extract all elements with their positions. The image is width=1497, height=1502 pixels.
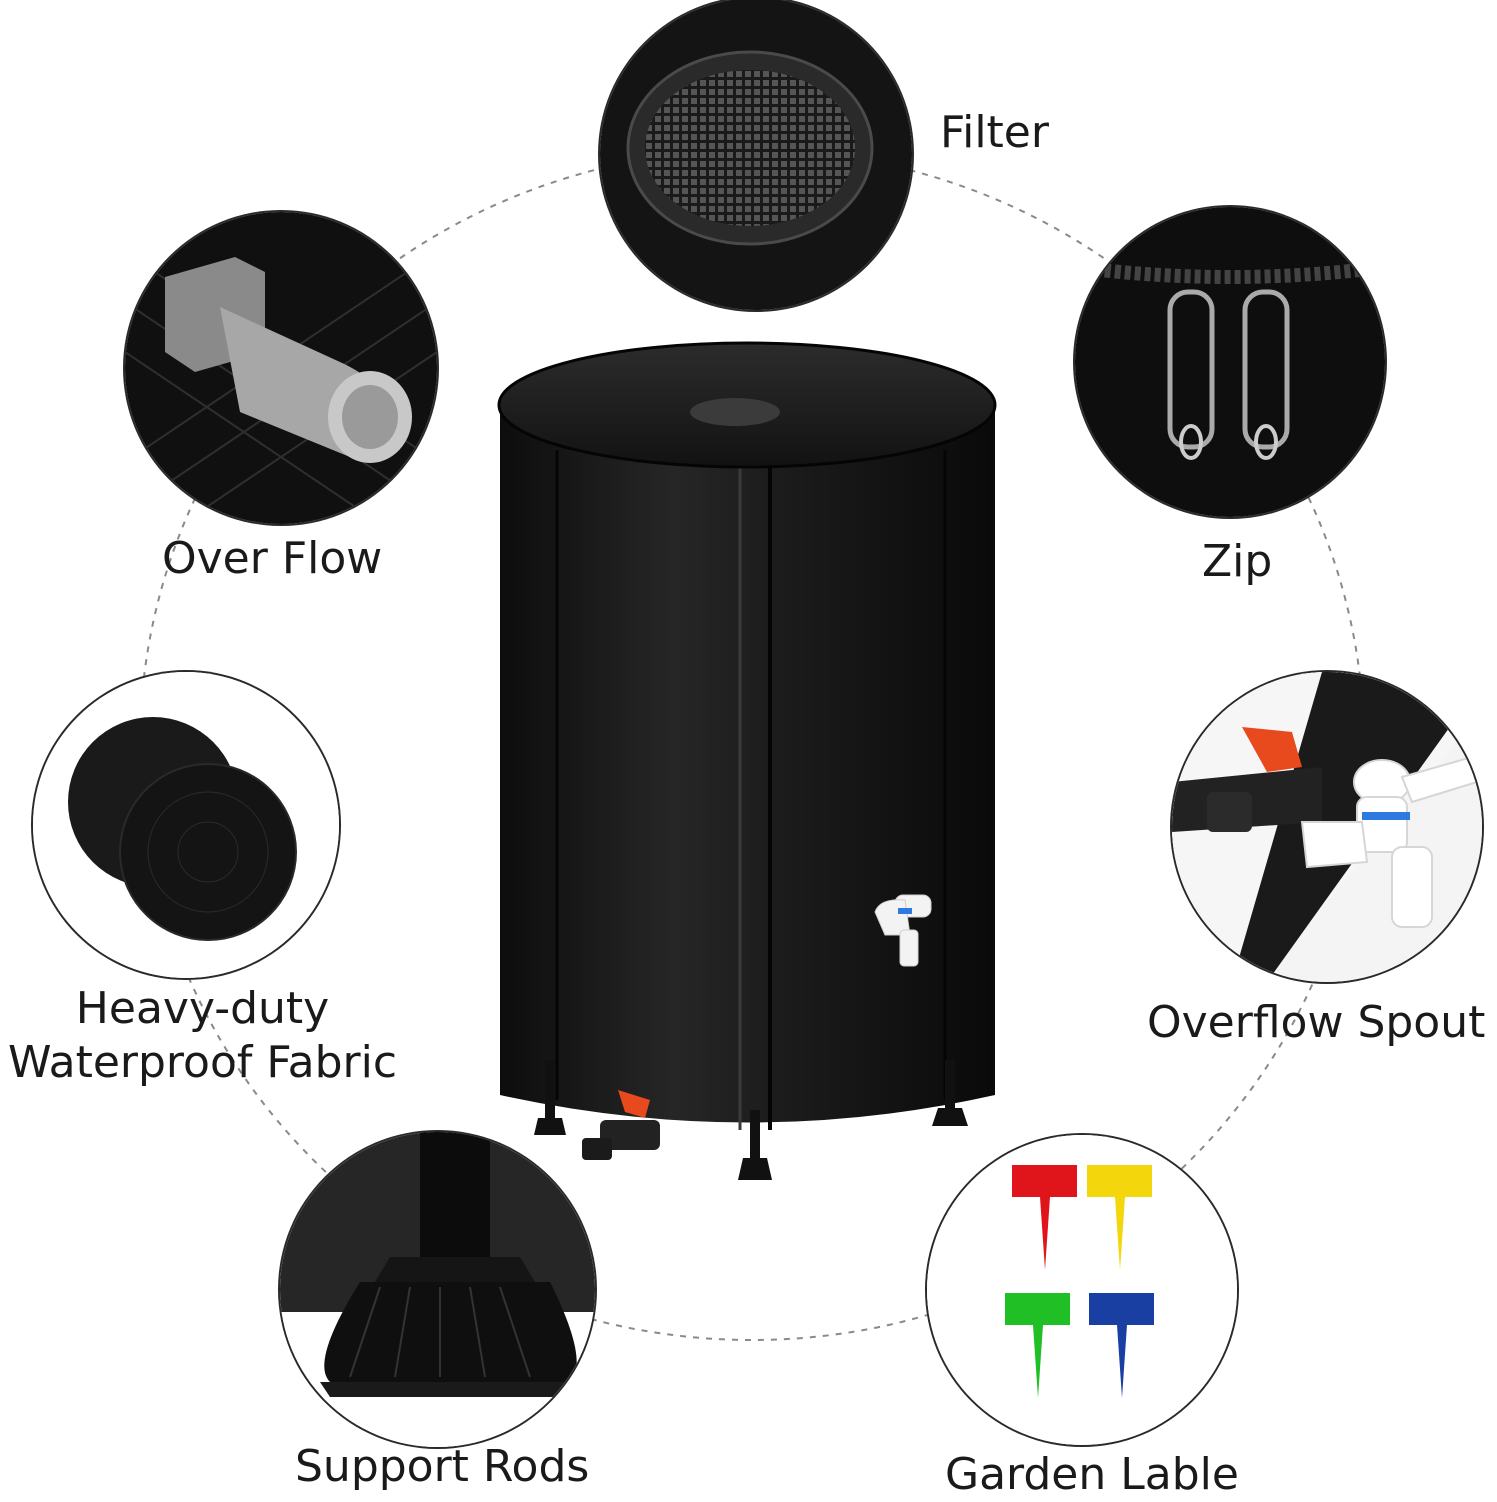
yellow-garden-tag bbox=[1087, 1165, 1152, 1270]
over-flow-label: Over Flow bbox=[162, 533, 383, 584]
overflow-spout-detail-circle bbox=[1172, 672, 1482, 982]
fabric-disc-icon bbox=[33, 672, 339, 978]
overflow-spout-label: Overflow Spout bbox=[1147, 997, 1486, 1048]
garden-tag-icon bbox=[927, 1135, 1237, 1445]
zipper-icon bbox=[1075, 207, 1385, 517]
mesh-filter-icon bbox=[600, 0, 912, 310]
overflow-connector-icon bbox=[125, 212, 437, 524]
support-rods-detail-circle bbox=[280, 1132, 595, 1447]
filter-label: Filter bbox=[940, 107, 1049, 158]
green-garden-tag bbox=[1005, 1293, 1070, 1398]
fabric-label: Heavy-duty Waterproof Fabric bbox=[0, 982, 405, 1090]
garden-lable-label: Garden Lable bbox=[945, 1449, 1239, 1500]
support-rods-label: Support Rods bbox=[295, 1441, 590, 1492]
zip-detail-circle bbox=[1075, 207, 1385, 517]
filter-detail-circle bbox=[600, 0, 912, 310]
blue-garden-tag bbox=[1089, 1293, 1154, 1398]
fabric-label-line1: Heavy-duty bbox=[75, 983, 330, 1034]
fabric-detail-circle bbox=[33, 672, 339, 978]
support-foot-icon bbox=[280, 1132, 595, 1447]
over-flow-detail-circle bbox=[125, 212, 437, 524]
garden-lable-detail-circle bbox=[927, 1135, 1237, 1445]
red-garden-tag bbox=[1012, 1165, 1077, 1270]
faucet-icon bbox=[1172, 672, 1482, 982]
zip-label: Zip bbox=[1202, 536, 1273, 587]
fabric-label-line2: Waterproof Fabric bbox=[7, 1037, 398, 1088]
